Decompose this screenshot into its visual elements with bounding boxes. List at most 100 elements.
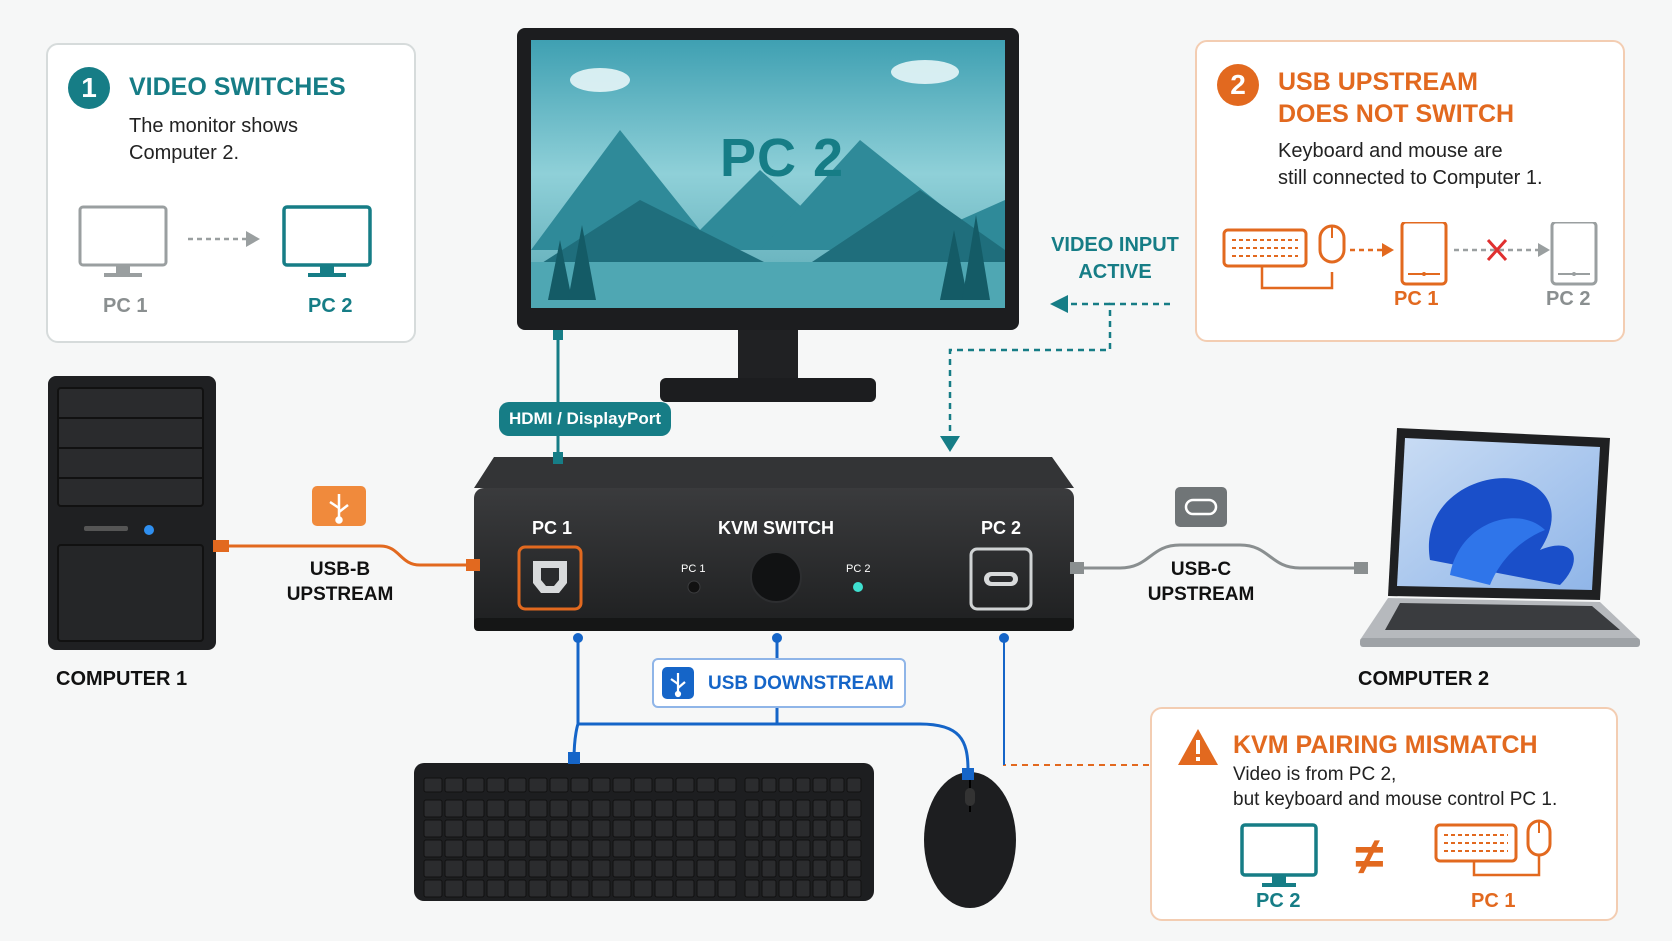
keyboard-key (846, 879, 862, 898)
keyboard-key (423, 859, 443, 878)
kvm-select-button[interactable] (750, 551, 802, 603)
keyboard-key (744, 799, 760, 818)
kvm-port1-label: PC 1 (532, 518, 573, 538)
keyboard-key (846, 777, 862, 793)
keyboard-key (507, 879, 527, 898)
keyboard-mouse-orange-icon (1434, 819, 1552, 877)
keyboard-key (612, 819, 632, 838)
keyboard-key (744, 879, 760, 898)
computer-2-label: COMPUTER 2 (1358, 668, 1490, 690)
video-to-label: PC 2 (308, 295, 353, 317)
keyboard-key (612, 799, 632, 818)
keyboard-key (829, 879, 845, 898)
keyboard-key (444, 839, 464, 858)
keyboard-key (570, 839, 590, 858)
keyboard-key (654, 819, 674, 838)
keyboard-key (507, 799, 527, 818)
pc-tower-orange-icon (1400, 222, 1448, 286)
usb-upstream-title-1: USB UPSTREAM (1278, 68, 1479, 96)
usb-pc2-label: PC 2 (1546, 288, 1591, 310)
keyboard-key (507, 777, 527, 793)
keyboard-key (633, 799, 653, 818)
keyboard-key (778, 819, 794, 838)
keyboard-key (744, 819, 760, 838)
video-arrow-down (940, 436, 960, 452)
keyboard-key (528, 777, 548, 793)
keyboard-key (507, 839, 527, 858)
mouse-orange-icon (1318, 224, 1346, 264)
keyboard-key (465, 879, 485, 898)
keyboard-key (846, 839, 862, 858)
usb-upstream-desc-1: Keyboard and mouse are (1278, 140, 1503, 162)
keyboard-key (549, 859, 569, 878)
video-input-line2: ACTIVE (1078, 261, 1152, 283)
keyboard-key (761, 777, 777, 793)
keyboard-key (812, 859, 828, 878)
keyboard-key (633, 777, 653, 793)
usb-c-port-frame (969, 547, 1033, 611)
keyboard-key (696, 879, 716, 898)
keyboard-key (761, 879, 777, 898)
keyboard-key (444, 799, 464, 818)
video-switches-desc-2: Computer 2. (129, 142, 240, 164)
usb-c-line1: USB-C (1170, 559, 1232, 580)
usb-icon (329, 494, 349, 524)
keyboard-key (812, 777, 828, 793)
keyboard-key (795, 819, 811, 838)
keyboard-key (549, 819, 569, 838)
monitor-teal-icon (1240, 823, 1318, 887)
kvm-led2-label: PC 2 (846, 563, 871, 575)
usb-icon (662, 667, 694, 699)
keyboard-key (549, 799, 569, 818)
keyboard-key (717, 859, 737, 878)
video-arrow-left (1050, 295, 1068, 313)
keyboard-key (654, 879, 674, 898)
keyboard-key (591, 777, 611, 793)
keyboard-key (465, 859, 485, 878)
monitor-base (660, 378, 876, 402)
keyboard-key (612, 777, 632, 793)
mouse (924, 772, 1016, 908)
keyboard-key (528, 859, 548, 878)
keyboard-key (795, 839, 811, 858)
keyboard-key (696, 777, 716, 793)
keyboard-key (423, 879, 443, 898)
keyboard-key (486, 879, 506, 898)
keyboard-key (675, 819, 695, 838)
keyboard-key (591, 839, 611, 858)
computer-1-label: COMPUTER 1 (56, 668, 188, 690)
usb-c-icon (1184, 498, 1218, 516)
keyboard-key (696, 819, 716, 838)
keyboard-key (846, 859, 862, 878)
usb-b-line2: UPSTREAM (286, 584, 394, 605)
mismatch-card: KVM PAIRING MISMATCH Video is from PC 2,… (1150, 707, 1618, 921)
usb-b-upstream-label: USB-B UPSTREAM (280, 557, 400, 607)
arrow-right-icon (246, 231, 260, 247)
keyboard-key (696, 859, 716, 878)
mismatch-pointer (1003, 640, 1150, 766)
keyboard-key (465, 777, 485, 793)
keyboard-key (778, 859, 794, 878)
keyboard-key (744, 839, 760, 858)
keyboard-key (570, 799, 590, 818)
keyboard-key (507, 819, 527, 838)
computer-1-tower (48, 376, 216, 650)
keyboard-key (612, 839, 632, 858)
step-1-badge: 1 (68, 67, 110, 109)
usb-downstream-label: USB DOWNSTREAM (708, 673, 894, 694)
keyboard-key (654, 799, 674, 818)
keyboard-key (812, 839, 828, 858)
keyboard-key (633, 859, 653, 878)
keyboard-key (591, 859, 611, 878)
usb-pc1-label: PC 1 (1394, 288, 1439, 310)
hdmi-displayport-label: HDMI / DisplayPort (499, 402, 671, 436)
keyboard-key (612, 859, 632, 878)
pc2-led (853, 582, 863, 592)
keyboard-key (846, 799, 862, 818)
keyboard-key (795, 777, 811, 793)
keyboard-key (717, 839, 737, 858)
mismatch-left-label: PC 2 (1256, 890, 1301, 912)
keyboard-key (486, 777, 506, 793)
keyboard-key (654, 839, 674, 858)
keyboard-key (654, 777, 674, 793)
